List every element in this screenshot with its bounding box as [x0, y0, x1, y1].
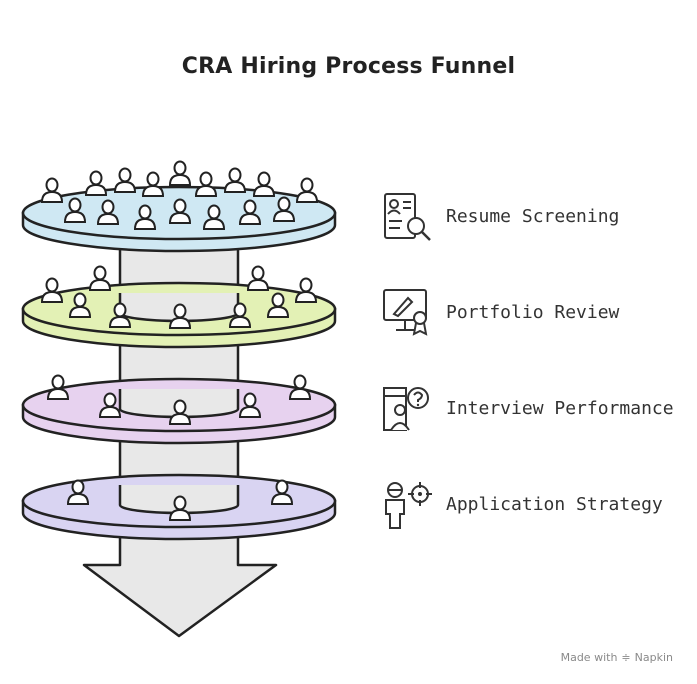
stage-label-portfolio-review: Portfolio Review	[446, 302, 620, 323]
person-icon	[294, 277, 318, 303]
resume-search-icon	[384, 193, 431, 241]
person-icon	[252, 171, 276, 197]
stage-label-resume-screening: Resume Screening	[446, 206, 620, 227]
stage-disc	[21, 473, 337, 541]
person-icon	[113, 167, 137, 193]
person-icon	[272, 196, 296, 222]
down-arrow-head	[82, 533, 278, 638]
person-icon	[68, 292, 92, 318]
person-icon	[238, 199, 262, 225]
person-icon	[141, 171, 165, 197]
person-icon	[228, 302, 252, 328]
person-icon	[84, 170, 108, 196]
portfolio-award-icon	[383, 289, 428, 336]
footer-credit: Made with ≑ Napkin	[561, 651, 673, 664]
person-icon	[46, 374, 70, 400]
person-icon	[270, 479, 294, 505]
stage-disc	[21, 160, 337, 253]
stage-disc	[21, 374, 337, 445]
stage-disc	[21, 265, 337, 349]
person-icon	[66, 479, 90, 505]
person-icon	[133, 204, 157, 230]
person-icon	[238, 392, 262, 418]
person-icon	[246, 265, 270, 291]
person-icon	[40, 277, 64, 303]
person-target-icon	[385, 482, 432, 529]
person-icon	[168, 495, 192, 521]
diagram-title: CRA Hiring Process Funnel	[181, 54, 516, 79]
person-icon	[96, 199, 120, 225]
made-with-text: Made with	[560, 651, 618, 664]
stage-label-interview-performance: Interview Performance	[446, 398, 674, 419]
person-icon	[194, 171, 218, 197]
person-icon	[288, 374, 312, 400]
person-icon	[202, 204, 226, 230]
person-icon	[168, 160, 192, 186]
person-icon	[40, 177, 64, 203]
person-icon	[168, 303, 192, 329]
person-icon	[98, 392, 122, 418]
person-icon	[168, 198, 192, 224]
person-icon	[295, 177, 319, 203]
person-icon	[108, 302, 132, 328]
interview-question-icon	[383, 387, 429, 431]
napkin-logo-icon: ≑	[621, 651, 631, 664]
person-icon	[63, 197, 87, 223]
person-icon	[168, 399, 192, 425]
person-icon	[88, 265, 112, 291]
stage-label-application-strategy: Application Strategy	[446, 494, 663, 515]
person-icon	[266, 292, 290, 318]
person-icon	[223, 167, 247, 193]
napkin-brand: Napkin	[634, 651, 673, 664]
